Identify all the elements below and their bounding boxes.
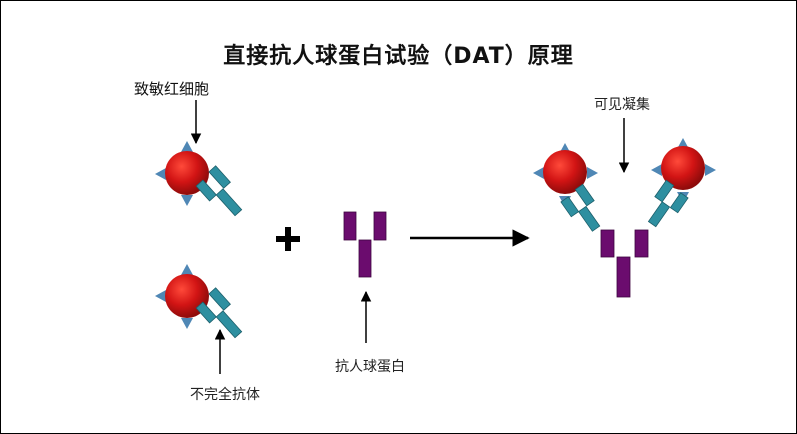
antihuman-globulin-bridge	[600, 229, 649, 298]
igg-antibody-left	[560, 183, 601, 232]
antigen-bottom	[181, 318, 193, 329]
antigen-right	[587, 167, 598, 179]
label-incomplete-antibody: 不完全抗体	[190, 387, 260, 403]
sensitized-rbc-top	[155, 141, 243, 217]
red-blood-cell	[543, 150, 587, 194]
agglutinated-rbc-right	[651, 138, 716, 203]
antihuman-globulin-molecule	[343, 211, 387, 278]
label-sensitized-rbc: 致敏红细胞	[134, 80, 210, 98]
red-blood-cell	[661, 146, 705, 190]
antigen-left	[155, 290, 166, 302]
agglutinated-rbc-left	[533, 143, 598, 207]
antigen-left	[651, 164, 662, 176]
sensitized-rbc-bottom	[155, 264, 243, 339]
igg-antibody-right	[647, 179, 689, 228]
label-antihuman-globulin: 抗人球蛋白	[335, 359, 405, 375]
antigen-top	[181, 264, 193, 275]
antigen-bottom	[181, 195, 193, 206]
antigen-left	[533, 167, 544, 179]
antigen-left	[155, 168, 166, 180]
igg-antibody	[195, 165, 243, 217]
antigen-top	[181, 141, 193, 152]
diagram-title: 直接抗人球蛋白试验（DAT）原理	[223, 44, 574, 69]
antigen-right	[705, 164, 716, 176]
label-visible-agglutination: 可见凝集	[594, 97, 650, 113]
plus-sign	[276, 227, 300, 251]
igg-antibody	[195, 287, 243, 339]
